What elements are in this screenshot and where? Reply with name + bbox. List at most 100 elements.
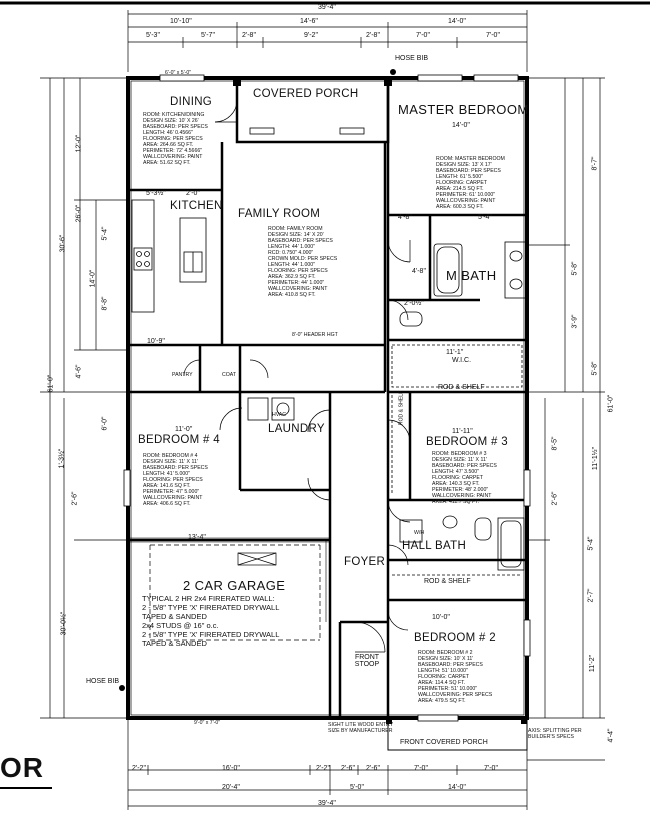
spec-master: ROOM: MASTER BEDROOM DESIGN SIZE: 13' X … xyxy=(436,156,505,210)
dim-top-2: 14'-6" xyxy=(300,18,318,25)
dim-right-9: 5'-4" xyxy=(587,536,595,551)
porch-elements xyxy=(233,78,527,724)
bath-fixtures xyxy=(247,241,528,576)
hose-bib-markers xyxy=(119,69,396,691)
room-hvac: HVAC xyxy=(272,412,287,418)
dim-top-r2-7: 7'-0" xyxy=(486,32,500,39)
window-tag: 6'-0" x 5'-0" xyxy=(165,70,192,76)
dim-bot-4: 2'-6" xyxy=(341,765,355,772)
spec-family: ROOM: FAMILY ROOM DESIGN SIZE: 14' X 20'… xyxy=(268,226,338,298)
room-m-bath: M BATH xyxy=(446,268,497,283)
room-bedroom4: BEDROOM # 4 xyxy=(138,434,220,446)
plan-title-fragment: OR xyxy=(0,752,44,783)
hose-bib-top: HOSE BIB xyxy=(395,55,429,62)
overall-depth-right: 61'-0" xyxy=(607,394,615,413)
room-bedroom3: BEDROOM # 3 xyxy=(426,436,508,448)
bed4-width: 11'-0" xyxy=(175,426,193,433)
header-note: 8'-0" HEADER HGT xyxy=(292,332,338,338)
garage-features xyxy=(149,544,321,720)
room-pantry: PANTRY xyxy=(172,372,193,378)
dim-top-r2-6: 7'-0" xyxy=(416,32,430,39)
dim-right-6: 8'-5" xyxy=(551,436,559,451)
dim-right-4: 5'-8" xyxy=(591,361,599,376)
dim-bot-5: 2'-6" xyxy=(366,765,380,772)
dim-bot-1: 2'-2" xyxy=(132,765,146,772)
dining-width: 10'-9" xyxy=(147,338,165,345)
bath-width-2: 5'-4" xyxy=(478,214,492,221)
dim-bot-6: 7'-0" xyxy=(414,765,428,772)
garage-notes: TYPICAL 2 HR 2x4 FIRERATED WALL: 2 - 5/8… xyxy=(142,594,280,648)
dim-right-8: 2'-6" xyxy=(551,491,559,506)
rod-shelf-2: ROD & SHELF xyxy=(424,578,471,585)
dim-right-11: 11'-2" xyxy=(589,654,597,673)
dim-top-3: 14'-0" xyxy=(448,18,466,25)
room-laundry: LAUNDRY xyxy=(268,423,325,435)
spec-bed2: ROOM: BEDROOM # 2 DESIGN SIZE: 10' X 11'… xyxy=(418,650,493,704)
dim-right-1: 8'-7" xyxy=(591,156,599,171)
dim-left-1: 30'-6" xyxy=(59,234,67,253)
master-width: 14'-0" xyxy=(452,122,470,129)
hose-bib-left: HOSE BIB xyxy=(86,678,120,685)
spec-bed4: ROOM: BEDROOM # 4 DESIGN SIZE: 11' X 11'… xyxy=(143,453,208,507)
dim-top-r2-4: 9'-2" xyxy=(304,32,318,39)
dim-bot-3: 2'-2" xyxy=(316,765,330,772)
dim-top-1: 10'-10" xyxy=(170,18,192,25)
dim-left-5: 5'-4" xyxy=(101,226,109,241)
dim-right-10: 2'-7" xyxy=(587,588,595,603)
windows xyxy=(123,74,531,722)
overall-width-top: 39'-4" xyxy=(318,4,336,11)
kitchen-fixtures xyxy=(131,199,207,313)
dim-bot-r2-3: 14'-0" xyxy=(448,784,466,791)
room-kitchen: KITCHEN xyxy=(170,200,223,212)
interior-walls xyxy=(128,78,527,718)
water-heater: W/H xyxy=(414,530,425,536)
kitchen-width-2: 2'-0" xyxy=(186,190,200,197)
garage-door-tag: 9'-0" x 7'-0" xyxy=(194,720,221,726)
dim-left-11: 30'-0½" xyxy=(60,611,68,636)
dim-left-3: 12'-0" xyxy=(75,134,83,153)
garage-width: 13'-4" xyxy=(188,534,206,541)
bed3-width: 11'-11" xyxy=(452,428,473,435)
room-hall-bath: HALL BATH xyxy=(402,540,467,552)
room-garage: 2 CAR GARAGE xyxy=(183,578,286,593)
room-family: FAMILY ROOM xyxy=(238,208,321,220)
room-wic: W.I.C. xyxy=(452,357,472,364)
dim-right-12: 4'-4" xyxy=(607,728,615,743)
dim-top-r2-3: 2'-8" xyxy=(242,32,256,39)
room-coat: COAT xyxy=(222,372,237,378)
dim-top-r2-5: 2'-8" xyxy=(366,32,380,39)
room-covered-porch: COVERED PORCH xyxy=(253,88,359,100)
room-master-bedroom: MASTER BEDROOM xyxy=(398,102,529,117)
dim-top-r2-2: 5'-7" xyxy=(201,32,215,39)
bath-width: 4'-8" xyxy=(398,214,412,221)
overall-width-bottom: 39'-4" xyxy=(318,800,336,807)
dim-right-7: 11'-1½" xyxy=(592,446,600,471)
spec-bed3: ROOM: BEDROOM # 3 DESIGN SIZE: 11' X 11'… xyxy=(432,451,497,505)
dim-top-r2-1: 5'-3" xyxy=(146,32,160,39)
bed2-width: 10'-0" xyxy=(432,614,450,621)
dim-left-9: 1'-3½" xyxy=(58,448,66,469)
axis-note: AXIS: SPLITTING PER BUILDER'S SPECS xyxy=(528,728,582,740)
kitchen-width: 5'-3½" xyxy=(146,190,166,197)
dim-right-2: 5'-8" xyxy=(571,261,579,276)
dim-bot-r2-1: 20'-4" xyxy=(222,784,240,791)
dim-left-7: 4'-6" xyxy=(75,364,83,379)
dim-bot-2: 16'-0" xyxy=(222,765,240,772)
room-foyer: FOYER xyxy=(344,556,386,568)
dim-left-2: 26'-0" xyxy=(75,204,83,223)
door-swings xyxy=(183,99,411,653)
bath-width-3: 4'-8" xyxy=(412,268,426,275)
fire-wall xyxy=(128,537,332,718)
master-closet-width: 11'-1" xyxy=(446,349,464,356)
wc-width: 2'-0½" xyxy=(404,300,424,307)
dim-left-8: 6'-0" xyxy=(101,416,109,431)
dim-left-4: 14'-0" xyxy=(89,269,97,288)
room-dining: DINING xyxy=(170,96,213,108)
dim-left-10: 2'-6" xyxy=(71,491,79,506)
entry-door-note: SIGHT LITE WOOD ENTRY SIZE BY MANUFACTUR… xyxy=(328,722,394,734)
dimension-lines xyxy=(40,10,605,810)
dim-left-6: 8'-8" xyxy=(101,296,109,311)
rod-shelf-1: ROD & SHELF xyxy=(438,384,485,391)
room-bedroom2: BEDROOM # 2 xyxy=(414,632,496,644)
